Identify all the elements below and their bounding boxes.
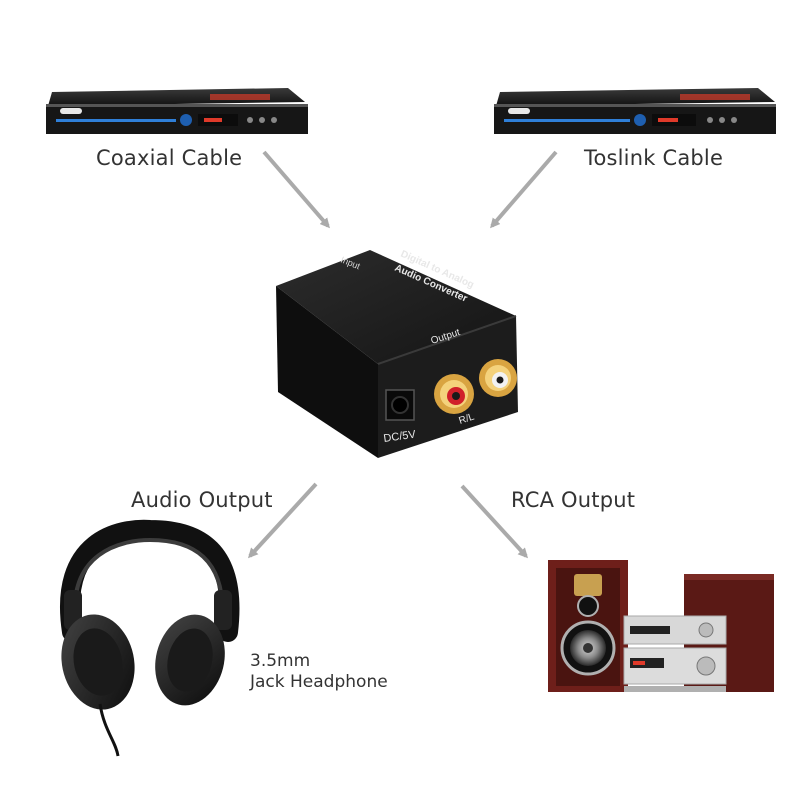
headphone-label-line2: Jack Headphone (250, 672, 388, 692)
converter-dc-label: DC/5V (383, 428, 417, 444)
arrow-rca-output (460, 484, 529, 559)
dvd-player-right-icon (494, 88, 776, 134)
arrow-coaxial (262, 150, 330, 229)
coaxial-cable-label: Coaxial Cable (96, 146, 243, 170)
converter-rl-label: R/L (458, 411, 477, 426)
toslink-cable-label: Toslink Cable (584, 146, 724, 170)
arrow-toslink (490, 150, 558, 229)
headphones-icon (60, 519, 240, 757)
arrows (247, 150, 558, 559)
hifi-speaker-system-icon (548, 560, 774, 692)
rca-output-label: RCA Output (511, 488, 636, 512)
audio-output-label: Audio Output (131, 488, 273, 512)
arrow-audio-output (247, 482, 318, 559)
dac-converter-icon (276, 250, 518, 458)
headphone-label-line1: 3.5mm (250, 651, 311, 671)
dvd-player-left-icon (46, 88, 308, 134)
